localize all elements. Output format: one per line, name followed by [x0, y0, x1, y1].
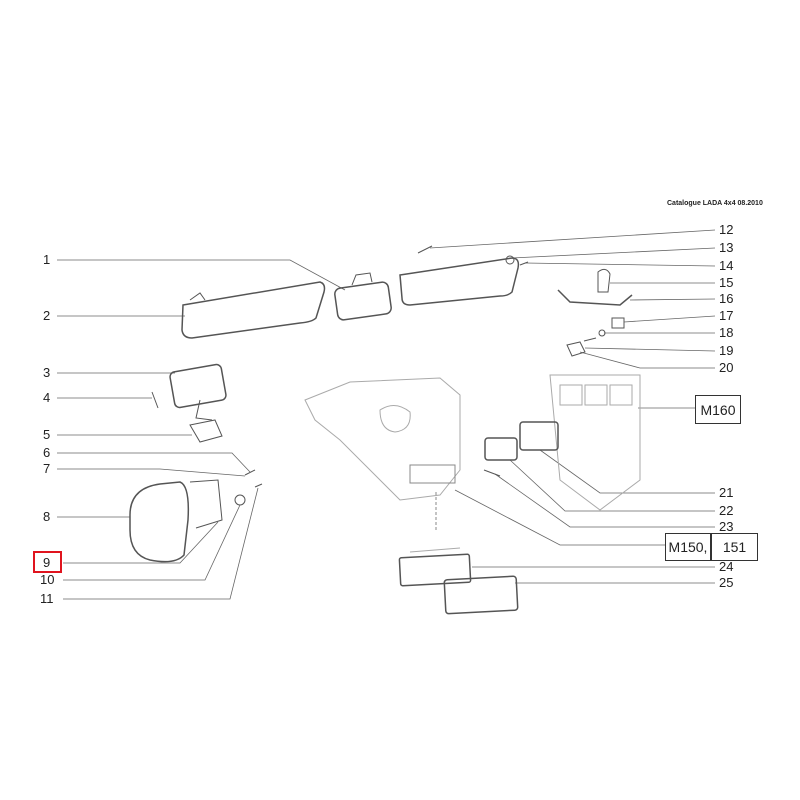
catalogue-caption: Catalogue LADA 4x4 08.2010: [667, 200, 763, 207]
leader-23: [494, 473, 715, 528]
leader-14: [524, 262, 716, 267]
callout-7[interactable]: 7: [43, 461, 51, 476]
callout-1[interactable]: 1: [43, 252, 51, 267]
callout-21[interactable]: 21: [719, 485, 734, 500]
leader-17: [623, 315, 716, 323]
leader-12: [429, 229, 716, 249]
sun-visor-left: [181, 281, 326, 339]
callout-24[interactable]: 24: [719, 559, 734, 574]
callout-16[interactable]: 16: [719, 291, 734, 306]
callout-20[interactable]: 20: [719, 360, 734, 375]
leader-16: [629, 298, 716, 301]
ashtray: [443, 575, 519, 615]
leader-21: [539, 449, 715, 494]
callout-12[interactable]: 12: [719, 222, 734, 237]
callout-18[interactable]: 18: [719, 325, 734, 340]
callout-5[interactable]: 5: [43, 427, 51, 442]
callout-4[interactable]: 4: [43, 390, 51, 405]
callout-9[interactable]: 9: [43, 555, 51, 570]
callout-6[interactable]: 6: [43, 445, 51, 460]
leader-20: [579, 351, 715, 369]
callout-8[interactable]: 8: [43, 509, 51, 524]
leader-1: [57, 259, 346, 291]
switch-22: [484, 437, 518, 461]
interior-mirror: [334, 281, 392, 321]
leader-m150: [454, 489, 665, 546]
leader-7: [57, 468, 246, 477]
sun-visor-right: [399, 257, 520, 306]
leader-11: [63, 487, 259, 600]
leader-22: [509, 459, 715, 512]
ref-m160[interactable]: M160: [695, 395, 741, 424]
callout-2[interactable]: 2: [43, 308, 51, 323]
center-console: [304, 377, 461, 501]
callout-13[interactable]: 13: [719, 240, 734, 255]
callout-10[interactable]: 10: [40, 572, 55, 587]
callout-3[interactable]: 3: [43, 365, 51, 380]
callout-15[interactable]: 15: [719, 275, 734, 290]
callout-22[interactable]: 22: [719, 503, 734, 518]
callout-11[interactable]: 11: [40, 591, 54, 606]
leader-19: [584, 347, 716, 352]
leader-13: [511, 247, 716, 259]
callout-17[interactable]: 17: [719, 308, 734, 323]
exterior-mirror-large: [129, 481, 190, 563]
callout-19[interactable]: 19: [719, 343, 734, 358]
exterior-mirror-small: [169, 363, 227, 409]
callout-14[interactable]: 14: [719, 258, 734, 273]
switch-21: [519, 421, 559, 451]
ref-m150[interactable]: M150,: [665, 533, 711, 561]
ashtray-frame: [398, 553, 472, 587]
leader-9: [63, 521, 219, 564]
highlight-box: [33, 551, 62, 573]
callout-25[interactable]: 25: [719, 575, 734, 590]
grab-handle: [557, 289, 633, 306]
callout-23[interactable]: 23: [719, 519, 734, 534]
leader-6: [57, 452, 251, 473]
ref-m151[interactable]: 151: [711, 533, 758, 561]
leader-10: [63, 504, 241, 581]
